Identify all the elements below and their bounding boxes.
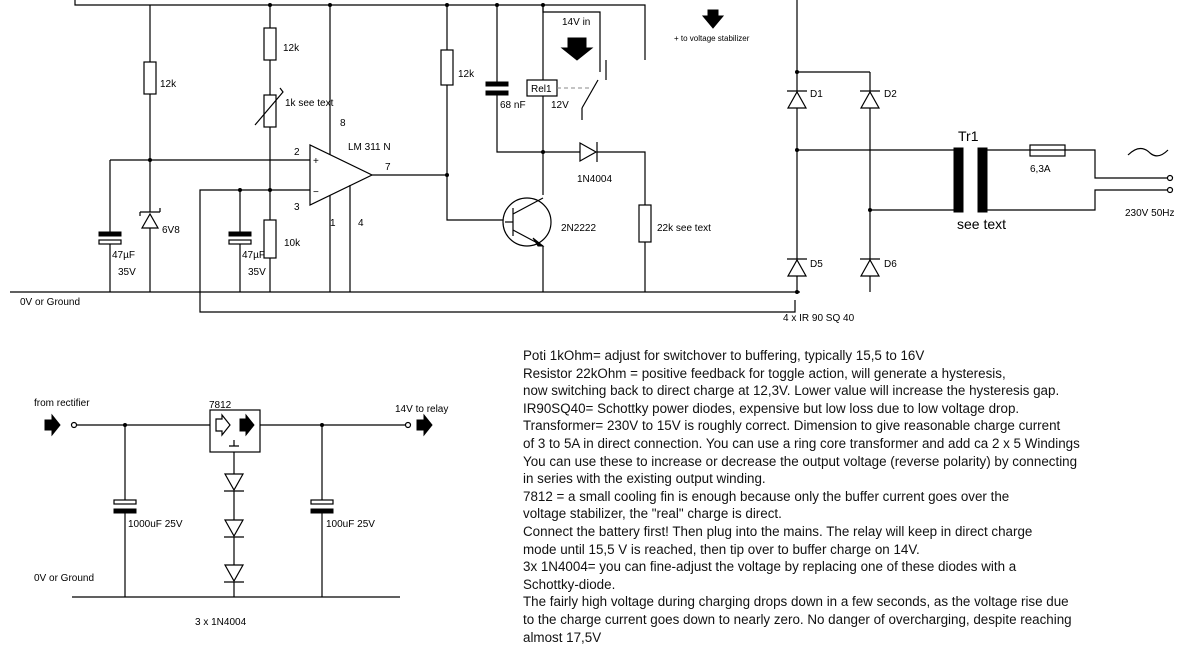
label-r10k: 10k bbox=[284, 238, 301, 249]
note-line: almost 17,5V bbox=[523, 629, 1193, 646]
label-c1000: 1000uF 25V bbox=[128, 519, 183, 530]
diode-1n4004 bbox=[580, 143, 596, 161]
ic-name: LM 311 N bbox=[348, 142, 391, 153]
note-line: You can use these to increase or decreas… bbox=[523, 453, 1193, 471]
note-line: 7812 = a small cooling fin is enough bec… bbox=[523, 488, 1193, 506]
pin-3: 3 bbox=[294, 202, 300, 213]
note-line: to the charge current goes down to nearl… bbox=[523, 611, 1193, 629]
potentiometer-1k bbox=[264, 95, 276, 127]
label-cap-left-voltage: 35V bbox=[118, 267, 136, 278]
arrow-14v-to-relay bbox=[417, 415, 432, 435]
diode-1n4004-a bbox=[225, 474, 243, 490]
pin-7: 7 bbox=[385, 162, 391, 173]
capacitor-100uf bbox=[311, 500, 333, 504]
label-to-stabilizer: + to voltage stabilizer bbox=[674, 34, 750, 43]
pin-minus: − bbox=[313, 187, 319, 198]
label-r12k-right: 12k bbox=[458, 69, 475, 80]
top-supply-rail bbox=[75, 0, 645, 60]
arrow-to-stabilizer bbox=[703, 10, 723, 28]
label-fuse: 6,3A bbox=[1030, 164, 1051, 175]
note-line: Schottky-diode. bbox=[523, 576, 1193, 594]
label-cap-left-value: 47µF bbox=[112, 250, 135, 261]
comparator-lm311 bbox=[310, 145, 372, 205]
diode-1n4004-b bbox=[225, 520, 243, 536]
label-pot: 1k see text bbox=[285, 98, 334, 109]
label-from-rectifier: from rectifier bbox=[34, 398, 90, 409]
return-line bbox=[200, 292, 795, 312]
label-ground-bottom: 0V or Ground bbox=[34, 573, 94, 584]
label-to-relay: 14V to relay bbox=[395, 404, 448, 415]
label-d1: D1 bbox=[810, 89, 823, 100]
diode-d1 bbox=[788, 92, 806, 108]
note-line: Poti 1kOhm= adjust for switchover to buf… bbox=[523, 347, 1193, 365]
label-relay: Rel1 bbox=[531, 84, 552, 95]
label-transistor: 2N2222 bbox=[561, 223, 596, 234]
label-d6: D6 bbox=[884, 259, 897, 270]
ac-mains-icon bbox=[1128, 148, 1168, 155]
capacitor-47uf-left bbox=[99, 232, 121, 236]
diode-d2 bbox=[861, 92, 879, 108]
label-r12k-mid: 12k bbox=[283, 43, 300, 54]
explanation-notes: Poti 1kOhm= adjust for switchover to buf… bbox=[523, 347, 1193, 646]
label-r12k-left: 12k bbox=[160, 79, 177, 90]
capacitor-68nf bbox=[486, 82, 508, 86]
note-line: in series with the existing output windi… bbox=[523, 470, 1193, 488]
note-line: now switching back to direct charge at 1… bbox=[523, 382, 1193, 400]
note-line: Resistor 22kOhm = positive feedback for … bbox=[523, 365, 1193, 383]
pin-4: 4 bbox=[358, 218, 364, 229]
note-line: Connect the battery first! Then plug int… bbox=[523, 523, 1193, 541]
arrow-14v-in bbox=[562, 38, 592, 60]
label-c100: 100uF 25V bbox=[326, 519, 375, 530]
label-see-text: see text bbox=[957, 216, 1006, 232]
note-line: of 3 to 5A in direct connection. You can… bbox=[523, 435, 1193, 453]
label-r22k: 22k see text bbox=[657, 223, 711, 234]
resistor-12k-right bbox=[441, 50, 453, 85]
capacitor-47uf-mid bbox=[229, 232, 251, 236]
diode-d5 bbox=[788, 260, 806, 276]
label-mains: 230V 50Hz bbox=[1125, 208, 1174, 219]
zener-6v8 bbox=[142, 214, 158, 228]
transformer-tr1-primary bbox=[954, 148, 963, 212]
label-cap-68nf: 68 nF bbox=[500, 100, 526, 111]
transformer-tr1-secondary bbox=[978, 148, 987, 212]
resistor-22k bbox=[639, 205, 651, 242]
label-14v-in: 14V in bbox=[562, 17, 590, 28]
label-cap-mid-voltage: 35V bbox=[248, 267, 266, 278]
label-bridge: 4 x IR 90 SQ 40 bbox=[783, 313, 855, 324]
note-line: 3x 1N4004= you can fine-adjust the volta… bbox=[523, 558, 1193, 576]
label-relay-voltage: 12V bbox=[551, 100, 569, 111]
label-d2: D2 bbox=[884, 89, 897, 100]
note-line: Transformer= 230V to 15V is roughly corr… bbox=[523, 417, 1193, 435]
capacitor-1000uf bbox=[114, 500, 136, 504]
diode-1n4004-c bbox=[225, 565, 243, 581]
note-line: IR90SQ40= Schottky power diodes, expensi… bbox=[523, 400, 1193, 418]
label-cap-mid-value: 47µF bbox=[242, 250, 265, 261]
diode-d6 bbox=[861, 260, 879, 276]
note-line: mode until 15,5 V is reached, then tip o… bbox=[523, 541, 1193, 559]
note-line: The fairly high voltage during charging … bbox=[523, 593, 1193, 611]
note-line: voltage stabilizer, the "real" charge is… bbox=[523, 505, 1193, 523]
pin-1: 1 bbox=[330, 218, 336, 229]
label-reg: 7812 bbox=[209, 400, 232, 411]
label-diode-1n4004: 1N4004 bbox=[577, 174, 612, 185]
resistor-12k-mid bbox=[264, 28, 276, 60]
resistor-12k-left bbox=[144, 62, 156, 94]
pin-8: 8 bbox=[340, 118, 346, 129]
arrow-from-rectifier bbox=[45, 415, 60, 435]
label-ground-top: 0V or Ground bbox=[20, 297, 80, 308]
label-tr1: Tr1 bbox=[958, 128, 979, 144]
label-d5: D5 bbox=[810, 259, 823, 270]
label-diodes3: 3 x 1N4004 bbox=[195, 617, 247, 628]
label-zener: 6V8 bbox=[162, 225, 180, 236]
pin-plus: + bbox=[313, 156, 319, 167]
pin-2: 2 bbox=[294, 147, 300, 158]
resistor-10k bbox=[264, 220, 276, 258]
